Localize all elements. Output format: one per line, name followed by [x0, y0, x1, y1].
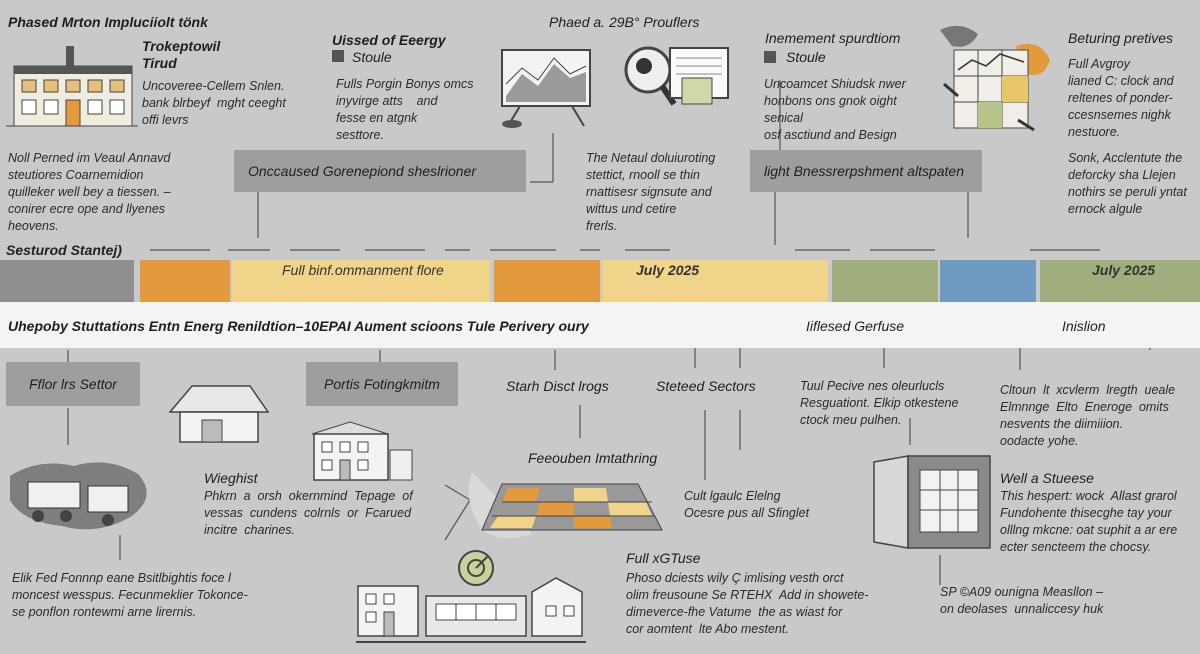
chart-easel-icon: [490, 44, 600, 130]
top-col2-heading: Uissed of Eeergy: [332, 32, 446, 48]
bottom-col5-text: Tuul Pecive nes oleurlucls Resguationt. …: [800, 379, 959, 427]
full-text: Phoso dciests wily Ç imlising vesth orct…: [626, 571, 869, 636]
bottom-box-1: Fflor lrs Settor: [6, 362, 140, 406]
band-right-label-2: Inislion: [1062, 318, 1106, 334]
wella-text: This hespert: wock Allast grarol Fundohe…: [1000, 489, 1178, 554]
timeline-segment-yellow-1: [232, 260, 490, 302]
top-box-2: light Bnessrerpshment altspaten: [750, 150, 982, 192]
apartment-icon: [310, 420, 414, 482]
top-col1-heading: Trokeptowil Tirud: [142, 38, 221, 71]
window-panel-icon: [868, 452, 994, 552]
timeline-band: [0, 302, 1200, 348]
top-box-1: Onccaused Gorenepiond sheslrioner: [234, 150, 526, 192]
timeline-segment-label-3: July 2025: [1092, 262, 1156, 278]
timeline-segment-green-2: [1040, 260, 1200, 302]
top-col2-text: Fulls Porgin Bonys omcs inyvirge atts an…: [336, 77, 474, 142]
timeline-start-label: Sesturod Stantej): [6, 242, 122, 258]
magnifier-document-icon: [618, 40, 730, 112]
band-right-label-1: Iiflesed Gerfuse: [806, 318, 905, 334]
bottom-col6-text: Cltoun lt xcvlerm lregth ueale Elmnnge E…: [1000, 383, 1176, 448]
weighist-text: Phkrn a orsh okernmind Tepage of vessas …: [204, 489, 413, 537]
top-col1-text: Uncoveree-Cellem Snlen. bank blrbeyf mgh…: [142, 79, 286, 127]
grid-chart-icon: [930, 20, 1058, 138]
full-heading: Full xGTuse: [626, 550, 701, 566]
top-col4-text: Uncoamcet Shiudsk nwer honbons ons gnok …: [764, 77, 906, 142]
building-icon: [6, 46, 138, 132]
house-icon: [166, 382, 270, 444]
timeline-segment-orange-1: [140, 260, 230, 302]
top-col5-text: Full Avgroy lianed C: clock and reltenes…: [1068, 57, 1174, 139]
top-col4-sub: Stoule: [786, 49, 826, 65]
cluster-map-icon: [8, 456, 158, 536]
top-mid-text: The Netaul doluiuroting stettict, rnooll…: [586, 151, 716, 233]
bottom-col4-heading: Steteed Sectors: [656, 378, 756, 394]
top-left-text: Noll Perned im Veaul Annavd steutiores C…: [8, 151, 171, 233]
timeline-segment-gray: [0, 260, 134, 302]
bottom-left-text: Elik Fed Fonnnp eane Bsitlbightis foce l…: [12, 571, 248, 619]
feeder-heading: Feeouben Imtathring: [528, 450, 658, 466]
bottom-box-2: Portis Fotingkmitm: [306, 362, 458, 406]
wella-heading: Well a Stueese: [1000, 470, 1094, 486]
top-right-text: Sonk, Acclentute the deforcky sha Llejen…: [1068, 151, 1187, 216]
bottom-col3-heading: Starh Disct lrogs: [506, 378, 609, 394]
sp-text: SP ©A09 ounigna Measllon – on deolases u…: [940, 585, 1104, 616]
weighist-heading: Wieghist: [204, 470, 258, 486]
timeline-segment-label-1: Full binf.ommanment flore: [282, 262, 444, 278]
timeline-segment-green-1: [832, 260, 938, 302]
target-icon: [456, 548, 496, 588]
tiled-floor-icon: [462, 470, 668, 544]
top-col2-sub: Stoule: [352, 49, 392, 65]
timeline-segment-orange-2: [494, 260, 600, 302]
square-icon: [332, 50, 344, 62]
top-col5-heading: Beturing pretives: [1068, 30, 1174, 46]
band-text: Uhepoby Stuttations Entn Energ Renildtio…: [8, 318, 589, 334]
top-title: Phased Mrton Impluciiolt tönk: [8, 14, 208, 30]
buildings-row-icon: [356, 572, 586, 646]
square-icon-2: [764, 51, 776, 63]
timeline-segment-label-2: July 2025: [636, 262, 700, 278]
timeline-segment-blue: [940, 260, 1036, 302]
timeline-segment-yellow-2: [602, 260, 828, 302]
cult-text: Cult lgaulc Elelng Ocesre pus all Sfingl…: [684, 489, 810, 520]
top-col3-heading: Phaed a. 29B° Prouflers: [549, 14, 700, 30]
top-col4-heading: Inemement spurdtiom: [765, 30, 901, 46]
